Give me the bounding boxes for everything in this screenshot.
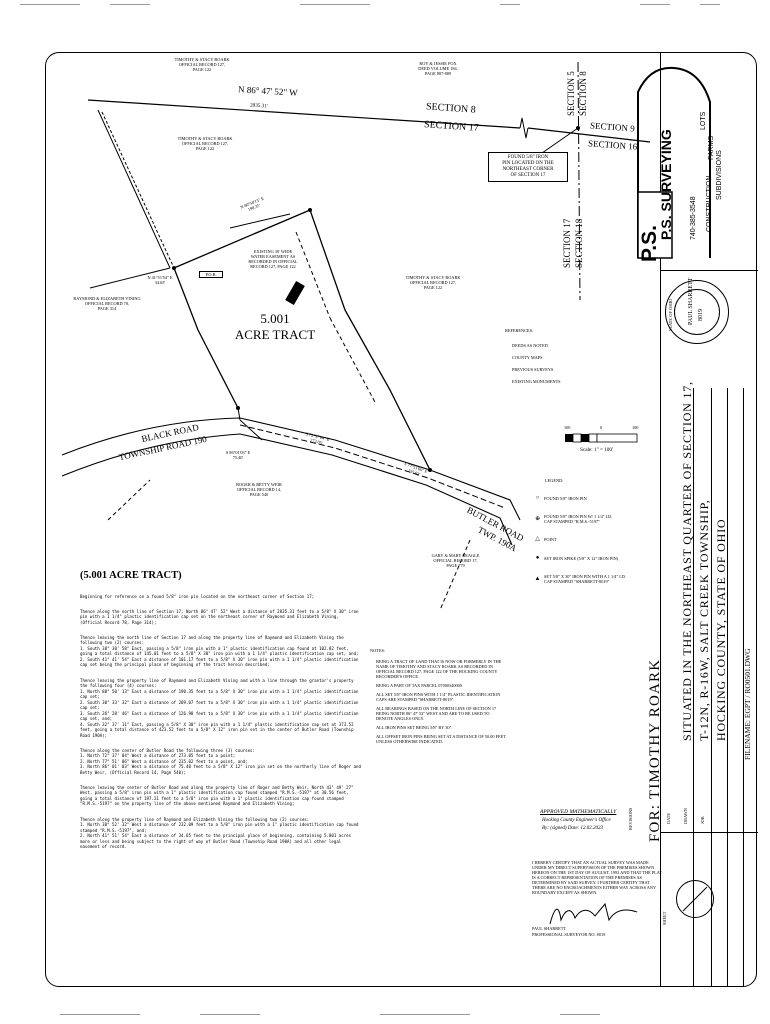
seal-state: STATE OF OHIO	[668, 298, 673, 331]
description-paragraph: Thence along the property line of Raymon…	[80, 816, 359, 850]
note-item: ALL SET 5/8" IRON PINS WITH 1 1/4" PLAST…	[376, 692, 501, 702]
legend-label: POINT	[544, 537, 557, 542]
description-paragraph: Thence leaving the center of Butler Road…	[80, 784, 354, 807]
approval-title: APPROVED MATHEMATICALLY	[540, 809, 617, 815]
legend-label: FOUND 5/8" IRON PIN	[544, 496, 587, 501]
description-paragraph: Thence leaving the property line of Raym…	[80, 677, 359, 738]
company-logo	[630, 62, 718, 262]
sheet-number-circle	[676, 880, 714, 918]
owner-roark-right: TIMOTHY & STACY ROARK OFFICIAL RECORD 12…	[405, 275, 461, 290]
legend-item: ⊕FOUND 5/8" IRON PIN W/ 1 1/4" I.D. CAP …	[534, 514, 659, 524]
client-name: FOR: TIMOTHY ROARK	[647, 658, 663, 842]
owner-beagle: GARY & MARY BEAGLE OFFICIAL RECORD 17, P…	[431, 553, 480, 568]
scale-tick-left: 100	[564, 425, 571, 430]
seal-name: PAUL SHARRETT	[688, 277, 694, 325]
owner-vining: RAYMOND & ELIZABETH VINING OFFICIAL RECO…	[73, 296, 141, 311]
situated-line-3: HOCKING COUNTY, STATE OF OHIO	[714, 518, 728, 741]
filename: FILENAME: EGPT / RO0501.DWG	[743, 648, 752, 760]
references-list: DEEDS AS NOTED COUNTY MAPS PREVIOUS SURV…	[512, 340, 561, 388]
legend-item: △ POINT	[534, 536, 659, 543]
description-paragraph: Thence along the north line of Section 1…	[80, 608, 359, 625]
legend-label: SET IRON SPIKE (5/8" X 12" IRON PIN)	[544, 556, 619, 561]
situated-line-1: SITUATED IN THE NORTHEAST QUARTER OF SEC…	[680, 381, 694, 741]
legend-item: ▲SET 5/8" X 30" IRON PIN WITH A 1 1/4" I…	[534, 574, 659, 584]
date-label: DATE	[666, 813, 671, 824]
description-heading: (5.001 ACRE TRACT)	[80, 570, 182, 581]
scale-tick-right: 100	[632, 425, 639, 430]
triangle-dot-icon: ▲	[534, 575, 541, 582]
service-lots: LOTS	[700, 111, 707, 130]
note-item: ALL IRON PINS SET BEING 5/8" BY 30".	[376, 725, 453, 730]
notes-list: BEING A TRACT OF LAND THAT IS NOW OR FOR…	[376, 659, 506, 748]
surveyor-signature	[549, 902, 638, 925]
owner-roark-top: TIMOTHY & STACY ROARK OFFICIAL RECORD 12…	[174, 57, 230, 72]
legend-label: FOUND 5/8" IRON PIN W/ 1 1/4" I.D. CAP S…	[544, 514, 613, 524]
distance-top: 2835.31'	[249, 102, 268, 110]
legend: ○ FOUND 5/8" IRON PIN ⊕FOUND 5/8" IRON PI…	[534, 490, 659, 596]
service-farms: FARMS	[708, 135, 715, 160]
surveyor-name: PAUL SHARRETT	[532, 926, 566, 931]
course-weir-tie: S 86°01'03" E 75.40'	[225, 450, 251, 460]
found-pin-callout: FOUND 5/8" IRON PIN LOCATED ON THE NORTH…	[488, 152, 568, 182]
open-circle-icon: ○	[535, 495, 540, 501]
approval-office: Hocking County Engineer's Office	[542, 818, 611, 823]
job-label: JOB	[700, 816, 705, 824]
company-name: P.S. SURVEYING	[658, 129, 674, 240]
surveyor-license: PROFESSIONAL SURVEYOR NO. 8019	[532, 932, 606, 937]
situated-line-2: T-12N, R-16W, SALT CREEK TOWNSHIP,	[697, 499, 711, 741]
description-paragraph: Thence leaving the north line of Section…	[80, 634, 359, 668]
service-construction: CONSTRUCTION	[706, 175, 713, 232]
label-section-18-vert: SECTION 18	[574, 218, 584, 268]
description-paragraph: Thence along the center of Butler Road t…	[80, 747, 361, 775]
legend-item: ● SET IRON SPIKE (5/8" X 12" IRON PIN)	[534, 555, 659, 562]
reference-item: EXISTING MONUMENTS	[512, 379, 561, 384]
tract-label: ACRE TRACT	[234, 327, 316, 342]
legend-title: LEGEND:	[545, 478, 564, 483]
label-section-17-vert: SECTION 17	[562, 218, 572, 268]
circle-cross-icon: ⊕	[534, 515, 541, 522]
filled-circle-icon: ●	[535, 555, 540, 561]
approval-signature: By: (signed) Date: 12.02.2023	[542, 826, 603, 831]
note-item: BEING A TRACT OF LAND THAT IS NOW OR FOR…	[376, 659, 502, 679]
reference-item: DEEDS AS NOTED	[512, 343, 548, 348]
owner-weir: ROGER & BETTY WEIR OFFICIAL RECORD 14, P…	[236, 482, 282, 497]
service-subdivisions: SUBDIVISIONS	[716, 150, 723, 200]
plat-sheet	[45, 52, 757, 987]
description-paragraph: Beginning for reference on a found 5/8" …	[80, 593, 315, 599]
owner-fox: ROY & JESSIE FOX DEED VOLUME 184, PAGE 8…	[418, 61, 458, 76]
label-section-8-vert: SECTION 8	[578, 71, 588, 116]
notes-title: NOTES:	[370, 648, 386, 653]
company-phone: 740-385-3548	[690, 196, 697, 240]
pob-label: P.O.B.	[199, 271, 223, 278]
scale-label: Scale: 1" = 100'	[580, 447, 613, 453]
legal-description: Beginning for reference on a found 5/8" …	[80, 588, 362, 859]
references-title: REFERENCES:	[505, 328, 534, 333]
drawn-label: DRAWN	[683, 808, 688, 824]
tract-number: 5.001	[260, 311, 290, 326]
reference-item: COUNTY MAPS	[512, 355, 543, 360]
water-easement-note: EXISTING 30' WIDE WATER EASEMENT AS RECO…	[248, 249, 298, 269]
label-section-5-vert: SECTION 5	[566, 71, 576, 116]
legend-label: SET 5/8" X 30" IRON PIN WITH A 1 1/4" I.…	[544, 574, 626, 584]
reference-item: PREVIOUS SURVEYS	[512, 367, 554, 372]
certification-text: I HEREBY CERTIFY THAT AN ACTUAL SURVEY W…	[532, 860, 662, 895]
note-item: ALL BEARINGS BASED ON THE NORTH LINE OF …	[376, 706, 497, 721]
owner-roark-mid: TIMOTHY & STACY ROARK OFFICIAL RECORD 12…	[177, 136, 233, 151]
course-vining-tie: N 41°51'54" E 34.65'	[147, 275, 173, 285]
revisions-label: REVISIONS	[628, 807, 633, 830]
legend-item: ○ FOUND 5/8" IRON PIN	[534, 495, 659, 502]
surveyor-seal: PAUL SHARRETT 8019 STATE OF OHIO	[665, 277, 729, 344]
sheet-label: SHEET	[662, 911, 667, 925]
seal-number: 8019	[698, 309, 704, 321]
note-item: BEING A PART OF TAX PARCEL 07000340000.	[376, 683, 463, 688]
triangle-icon: △	[535, 536, 540, 542]
note-item: ALL OFFSET IRON PINS BEING SET AT A DIST…	[376, 734, 506, 744]
title-block	[660, 52, 758, 987]
scale-bar: 100 0 100	[564, 425, 644, 445]
scale-tick-zero: 0	[600, 425, 603, 430]
